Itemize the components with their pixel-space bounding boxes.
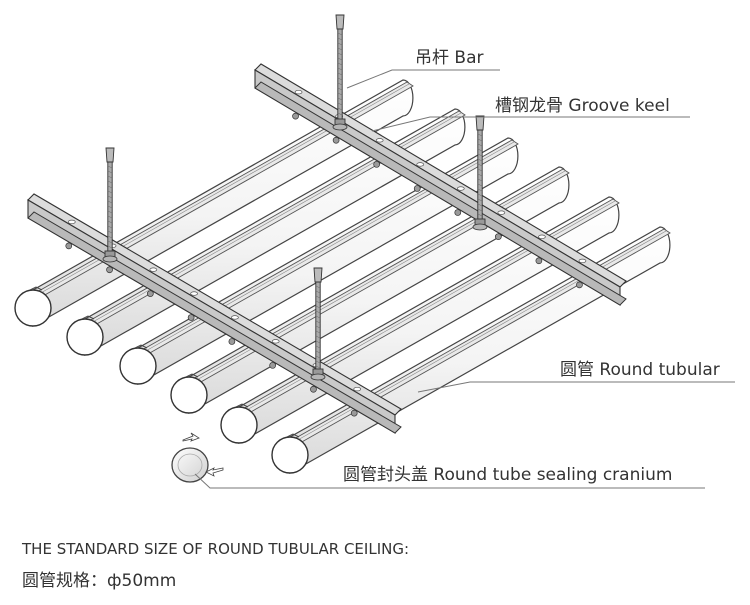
- arrow-icon: [205, 467, 224, 477]
- bar-label: 吊杆 Bar: [415, 48, 483, 68]
- groove-keel-label: 槽钢龙骨 Groove keel: [495, 96, 670, 116]
- groove-keels: [27, 63, 627, 434]
- sealing-cap-label: 圆管封头盖 Round tube sealing cranium: [343, 465, 672, 485]
- hanging-bars: [102, 14, 488, 381]
- hanging-bar: [102, 147, 118, 263]
- sealing-cap: [171, 432, 224, 483]
- arrow-icon: [182, 432, 200, 442]
- standard-size-title: THE STANDARD SIZE OF ROUND TUBULAR CEILI…: [22, 540, 410, 558]
- standard-size-value: 圆管规格：ф50mm: [22, 571, 177, 591]
- round-tubular-label: 圆管 Round tubular: [560, 360, 720, 380]
- hanging-bar: [332, 14, 348, 131]
- hanging-bar: [310, 267, 326, 381]
- groove-keel: [27, 193, 402, 434]
- leader-lines: [194, 69, 735, 489]
- hanging-bar: [472, 115, 488, 231]
